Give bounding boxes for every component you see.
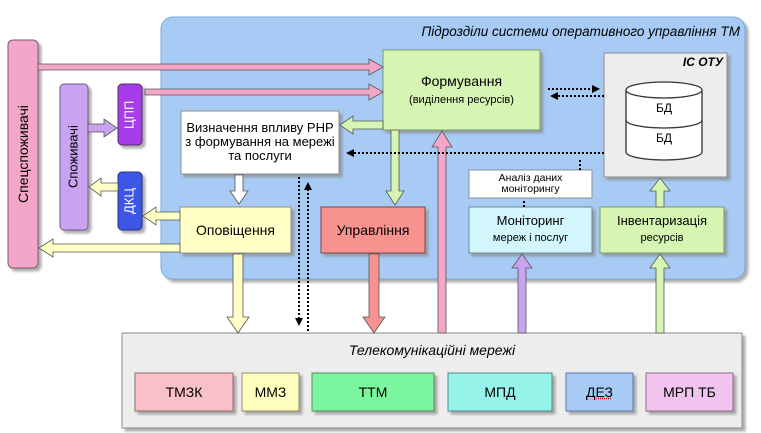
arrow-spec-to-formation-1: [37, 58, 384, 76]
consumers-box: [59, 83, 89, 231]
arrow-telecom-to-formation: [431, 130, 453, 334]
arrow-management-to-telecom: [362, 253, 386, 334]
telecom-item-mmz: [241, 372, 300, 412]
arrow-spec-to-formation-2: [144, 83, 384, 101]
telecom-item-tmzk: [134, 372, 234, 412]
spec-consumers-box: [7, 39, 39, 269]
arrow-impact-to-notification: [229, 174, 249, 205]
arrow-notification-to-dkc: [142, 206, 181, 226]
impact-box: [180, 110, 340, 175]
telecom-item-tmzk-label: ТМЗК: [165, 383, 203, 400]
arrow-formation-to-management: [385, 129, 405, 206]
is-otu-title: ІС ОТУ: [682, 55, 723, 70]
monitoring-box: [468, 206, 593, 254]
monitoring-title: Моніторинг: [496, 213, 565, 229]
formation-title: Формування: [420, 72, 503, 89]
management-box: [320, 206, 426, 254]
telecom-item-ttm: [311, 372, 435, 412]
notification-label: Оповіщення: [196, 221, 275, 238]
management-label: Управління: [336, 221, 410, 238]
spec-consumers-label: Спецспоживачі: [14, 105, 31, 203]
database-cylinder: [625, 81, 703, 161]
telecom-item-mpd: [447, 372, 553, 412]
tspp-box: [117, 83, 143, 146]
arrow-telecom-to-monitoring: [511, 253, 533, 334]
arrow-formation-to-impact: [339, 115, 384, 135]
db-label-top: БД: [655, 101, 672, 116]
telecom-title: Телекомунікаційні мережі: [348, 341, 516, 358]
formation-subtitle: (виділення ресурсів): [409, 93, 514, 106]
arrow-consumers-to-tspp: [87, 118, 118, 138]
analysis-label: Аналіз даних моніторингу: [498, 171, 563, 195]
formation-box: [382, 49, 541, 131]
arrow-telecom-to-inventory: [649, 253, 671, 334]
db-label-bottom: БД: [655, 131, 672, 146]
telecom-item-mpd-label: МПД: [484, 383, 516, 400]
monitoring-subtitle: мереж і послуг: [492, 232, 569, 245]
arrow-notification-to-telecom: [226, 253, 250, 334]
telecom-item-mmz-label: ММЗ: [254, 383, 287, 400]
telecom-item-ttm-label: ТТМ: [358, 383, 388, 400]
arrow-dkc-to-consumers: [88, 177, 119, 197]
telecom-item-dez: [565, 372, 634, 412]
arrow-inventory-to-db: [649, 177, 671, 208]
consumers-label: Споживачі: [65, 125, 81, 189]
telecom-item-dez-label: ДЕЗ: [586, 383, 613, 400]
analysis-box: [468, 169, 593, 199]
dkc-label: ДКЦ: [121, 188, 137, 214]
dkc-box: [117, 171, 143, 231]
telecom-item-mrp: [645, 372, 734, 412]
notification-box: [179, 206, 292, 254]
inventory-title: Інвентаризація: [616, 213, 708, 229]
telecom-item-mrp-label: МРП ТБ: [663, 383, 716, 400]
outer-panel-title: Підрозділи системи оперативного управлін…: [421, 24, 740, 40]
arrow-notification-to-spec: [38, 238, 181, 258]
tspp-label: ЦПП: [121, 100, 137, 129]
inventory-subtitle: ресурсів: [640, 232, 684, 245]
dotted-links: [295, 85, 604, 331]
impact-label: Визначення впливу РНР з формування на ме…: [185, 119, 335, 164]
